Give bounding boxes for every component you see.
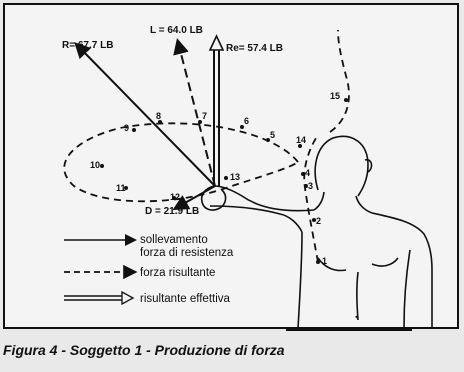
label-Re: Re= 57.4 LB: [226, 43, 283, 54]
body-silhouette: [202, 136, 432, 330]
vector-Re-head: [210, 36, 223, 50]
chest-right: [372, 258, 398, 266]
point-label-1: 1: [322, 256, 327, 266]
sternum-line: [357, 272, 358, 320]
right-shoulder: [372, 213, 432, 270]
vector-D-arrow: [176, 186, 215, 208]
point-label-3: 3: [308, 181, 313, 191]
navel: [356, 316, 357, 318]
point-label-7: 7: [202, 111, 207, 121]
point-label-10: 10: [90, 160, 100, 170]
point-13: [224, 176, 228, 180]
point-label-5: 5: [270, 130, 275, 140]
legend-double-label: risultante effettiva: [140, 293, 231, 305]
point-label-14: 14: [296, 135, 306, 145]
label-L: L = 64.0 LB: [150, 25, 203, 36]
trajectory-spine: [304, 135, 318, 262]
point-label-13: 13: [230, 172, 240, 182]
point-label-12: 12: [170, 192, 180, 202]
left-torso-line: [298, 232, 302, 328]
label-R: R= 67.7 LB: [62, 40, 113, 51]
label-D: D = 21.9 LB: [145, 206, 199, 217]
legend-solid-label: sollevamento: [140, 234, 208, 246]
trajectory-upper: [330, 30, 349, 132]
point-15: [344, 98, 348, 102]
point-label-4: 4: [305, 168, 310, 178]
legend: sollevamento forza di resistenza forza r…: [64, 234, 234, 305]
force-trajectory: [64, 30, 349, 262]
figure-caption: Figura 4 - Soggetto 1 - Produzione di fo…: [3, 342, 285, 358]
point-label-6: 6: [244, 116, 249, 126]
point-label-15: 15: [330, 91, 340, 101]
neck-right: [356, 196, 372, 213]
legend-solid-label-2: forza di resistenza: [140, 247, 234, 259]
point-label-2: 2: [316, 216, 321, 226]
neck-left: [314, 192, 324, 210]
point-1: [316, 260, 320, 264]
point-10: [100, 164, 104, 168]
point-label-9: 9: [124, 123, 129, 133]
point-label-8: 8: [156, 111, 161, 121]
legend-dashed-label: forza risultante: [140, 267, 215, 279]
legend-double-head: [122, 292, 133, 304]
point-label-11: 11: [116, 183, 126, 193]
right-torso-line: [404, 250, 410, 328]
head-outline: [315, 136, 368, 196]
point-9: [132, 128, 136, 132]
vector-L-arrow: [178, 42, 215, 186]
